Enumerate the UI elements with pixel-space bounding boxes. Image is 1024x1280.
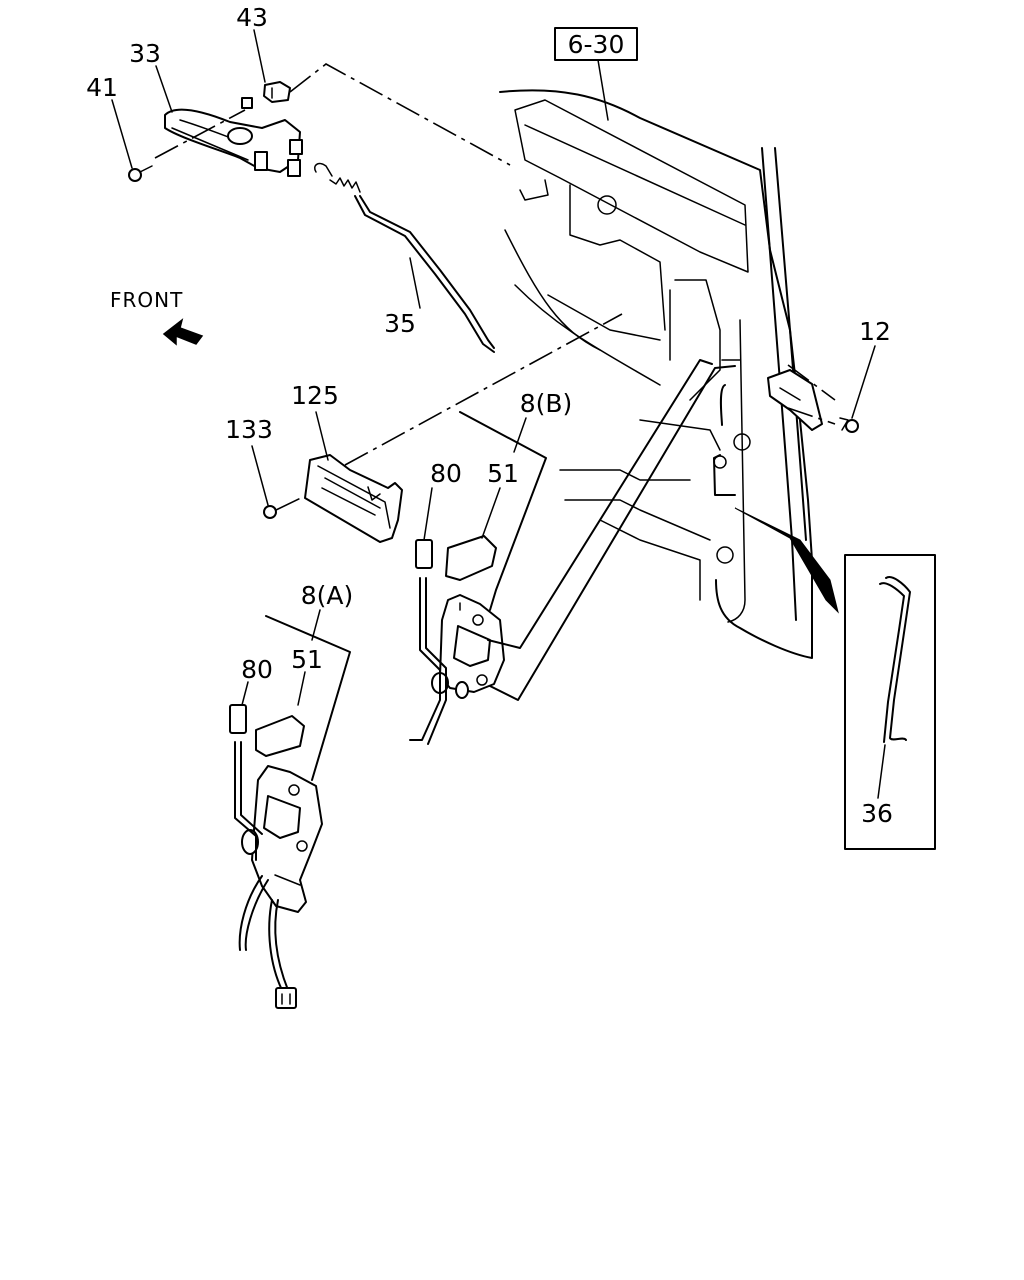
front-arrow (162, 318, 204, 346)
outside-door-handle (164, 97, 303, 177)
callout-8a: 8(A) (301, 581, 354, 610)
callout-35: 35 (384, 309, 416, 338)
callout-133: 133 (225, 415, 273, 444)
callout-12: 12 (859, 317, 891, 346)
callout-43: 43 (236, 3, 268, 32)
striker-12 (767, 364, 859, 433)
lock-assembly-b (409, 411, 547, 745)
callout-labels: 43 33 41 35 12 125 133 8(B) 80 51 8(A) 8… (86, 3, 893, 828)
lock-assembly-a (229, 615, 351, 1009)
callout-51-a: 51 (291, 645, 323, 674)
callout-36: 36 (861, 799, 893, 828)
callout-80-b: 80 (430, 459, 462, 488)
callout-33: 33 (129, 39, 161, 68)
link-rods (487, 359, 736, 701)
screw-133 (263, 495, 306, 519)
rod-35 (314, 162, 495, 353)
front-label: FRONT (110, 288, 183, 312)
door-panel (499, 89, 813, 659)
reference-box-label: 6-30 (568, 30, 625, 59)
clip-part (263, 81, 291, 103)
callout-8b: 8(B) (520, 389, 573, 418)
callout-51-b: 51 (487, 459, 519, 488)
bracket-125 (304, 454, 403, 543)
reference-box: 6-30 (554, 27, 638, 121)
detail-wedge (734, 507, 839, 614)
screw-41 (128, 165, 153, 182)
leader-lines (111, 29, 876, 706)
callout-41: 41 (86, 73, 118, 102)
detail-inset (844, 554, 936, 850)
callout-125: 125 (291, 381, 339, 410)
callout-80-a: 80 (241, 655, 273, 684)
